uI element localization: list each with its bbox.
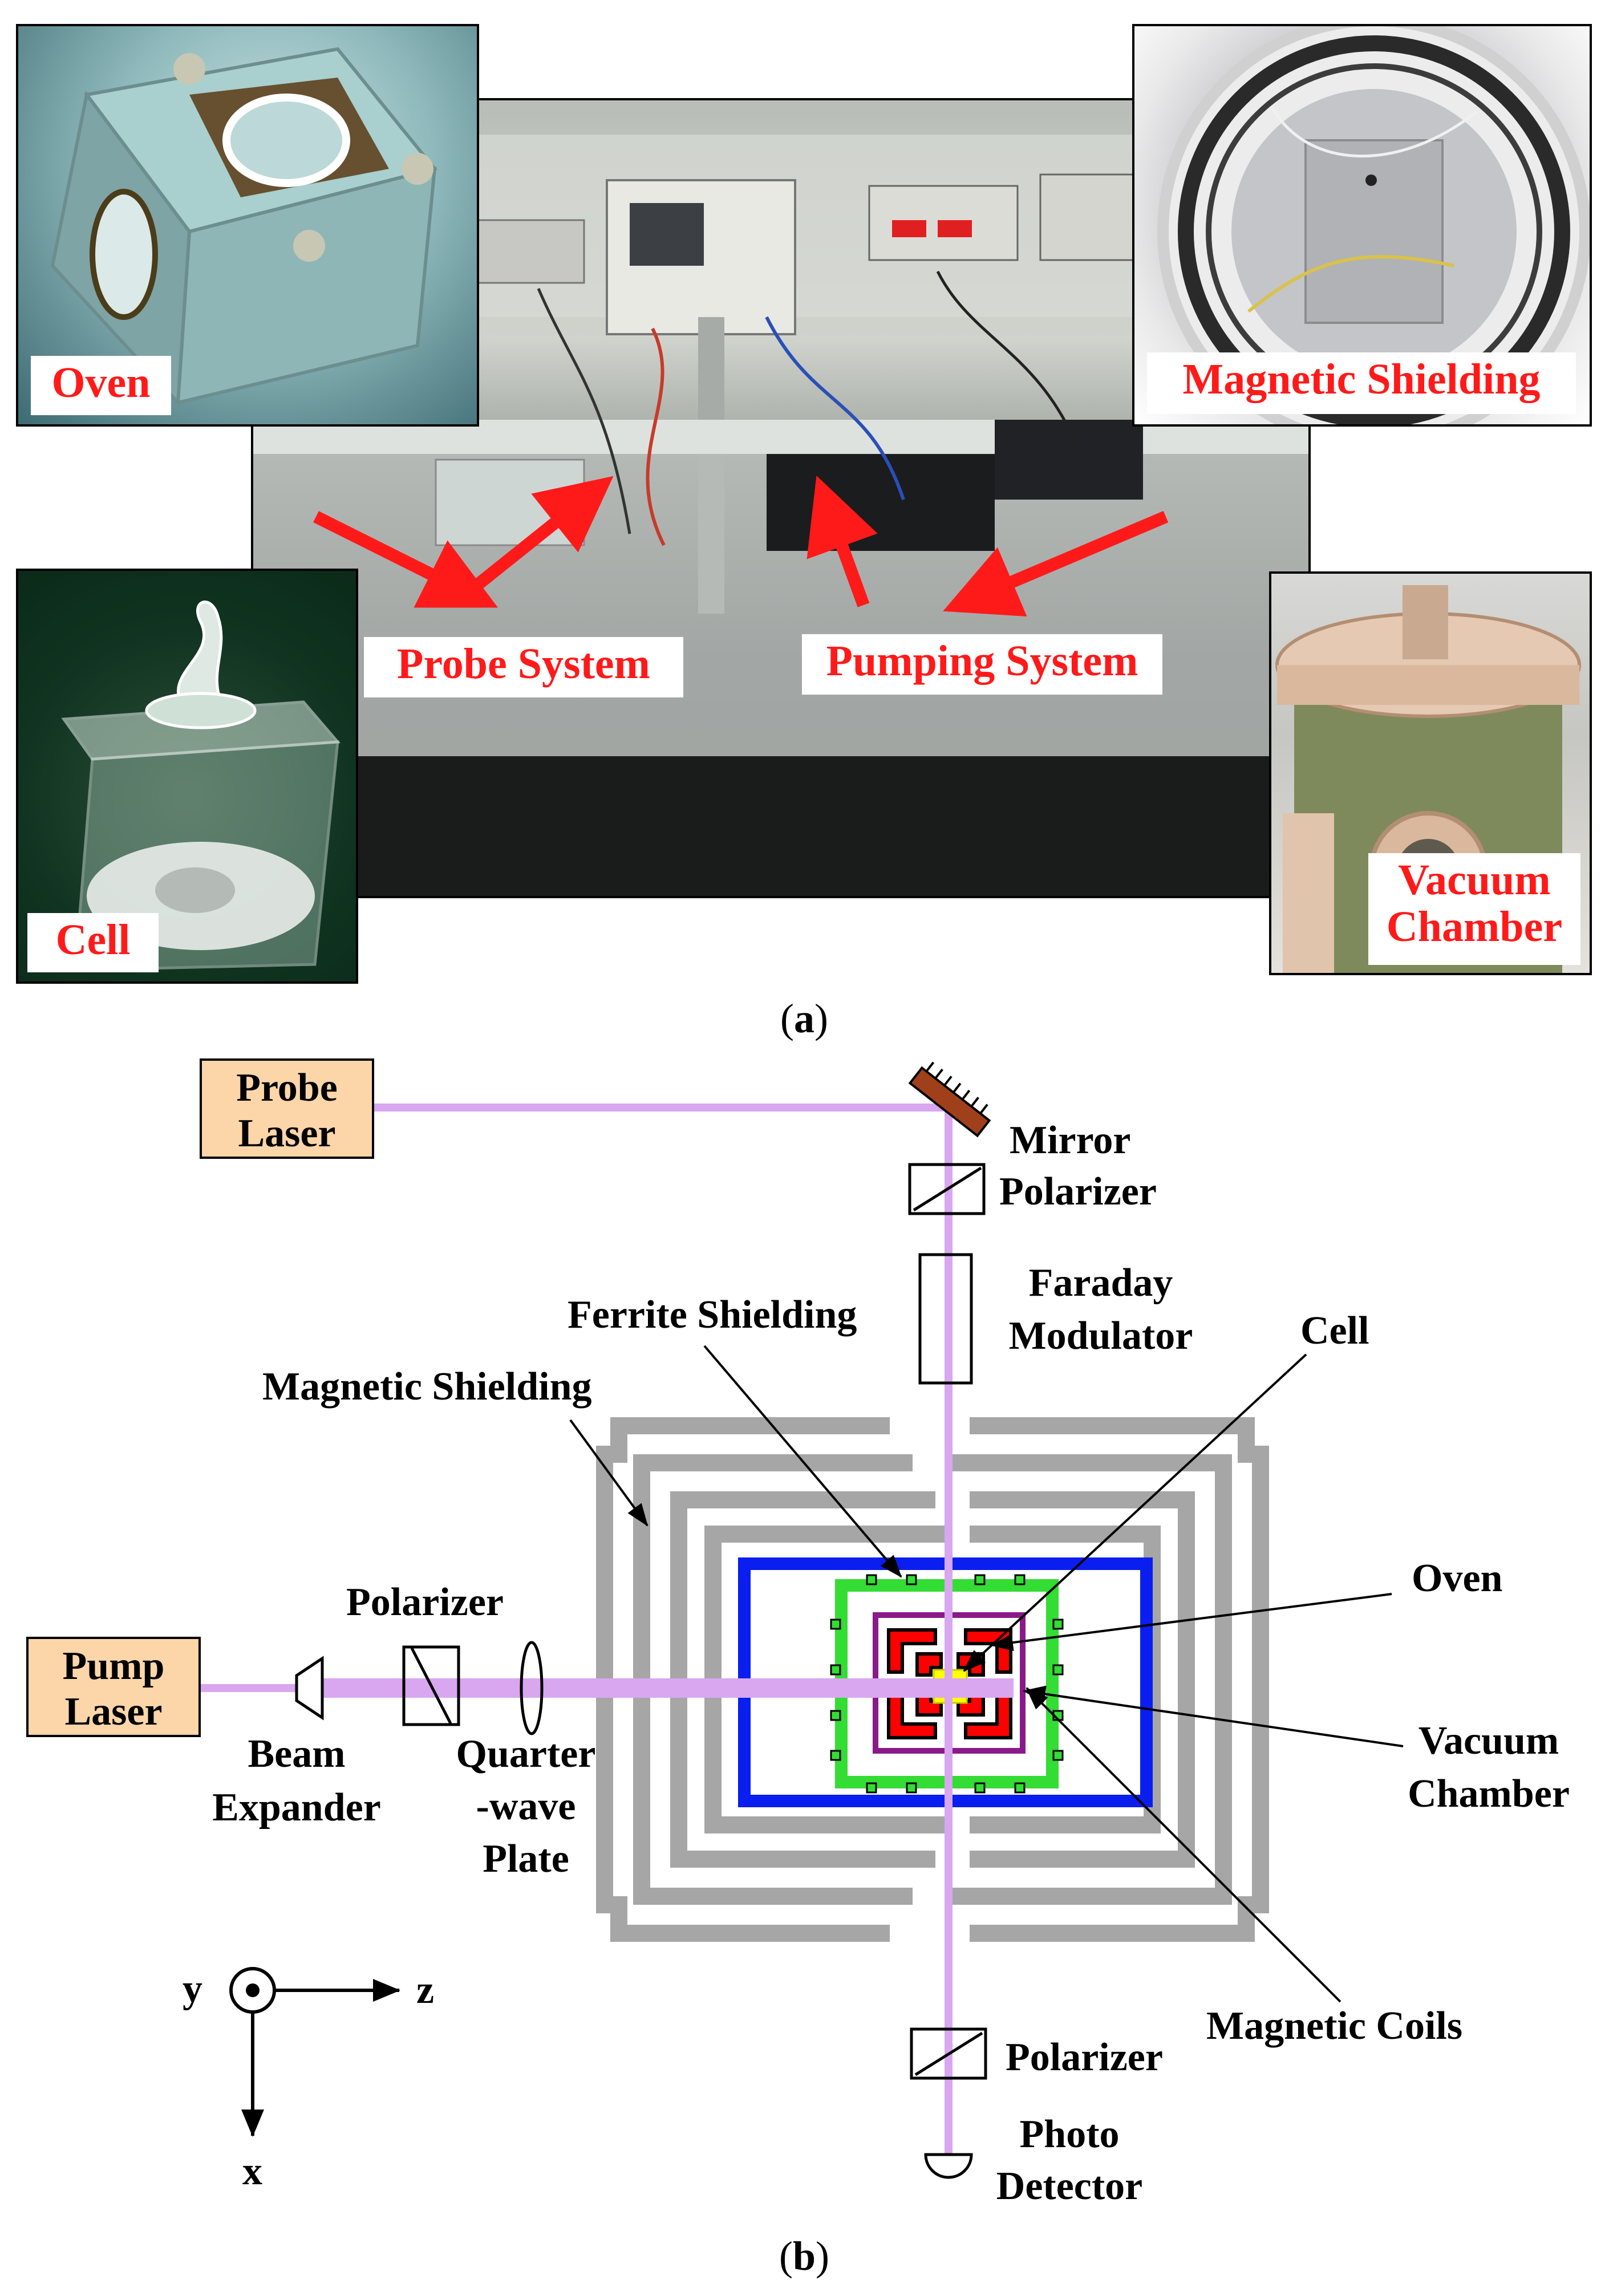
magnetic-shielding-leader — [569, 1419, 649, 1527]
vacuum-chamber-callout-line2: Chamber — [1386, 903, 1563, 951]
oven-callout: Oven — [31, 356, 171, 415]
polarizer-bottom-label: Polarizer — [1006, 2035, 1163, 2079]
probe-laser-label-2: Laser — [238, 1112, 335, 1155]
magnetic-shielding-label: Magnetic Shielding — [262, 1365, 592, 1409]
pump-beam-expanded — [322, 1678, 1014, 1698]
photo-detector-label-2: Detector — [996, 2164, 1142, 2208]
qwp-label-3: Plate — [483, 1837, 569, 1881]
faraday-label-2: Modulator — [1009, 1314, 1193, 1358]
axis-x-label: x — [242, 2149, 262, 2193]
caption-a: (a) — [780, 996, 828, 1041]
vacuum-chamber-photo: Vacuum Chamber — [1269, 571, 1592, 975]
magnetic-coils-label: Magnetic Coils — [1206, 2004, 1462, 2048]
quarter-wave-plate — [520, 1641, 544, 1735]
vacuum-chamber-label-1: Vacuum — [1418, 1719, 1559, 1763]
pump-arrow-left — [806, 475, 878, 607]
axis-y-label: y — [183, 1967, 202, 2011]
mirror-label: Mirror — [1010, 1118, 1130, 1162]
mirror — [908, 1061, 991, 1138]
coordinate-axes: y z x — [183, 1967, 434, 2193]
ferrite-shielding-label: Ferrite Shielding — [568, 1293, 857, 1337]
faraday-label-1: Faraday — [1029, 1261, 1173, 1305]
arrows-overlay — [313, 475, 1169, 616]
pump-laser-label-1: Pump — [63, 1644, 165, 1688]
probe-laser: Probe Laser — [200, 1058, 374, 1159]
polarizer-top-label: Polarizer — [999, 1170, 1157, 1214]
cell-leader — [963, 1353, 1307, 1672]
probe-arrow-left — [313, 511, 498, 608]
schematic-diagram: Probe Laser Pump Laser Mirror Polarizer … — [26, 1058, 1570, 2208]
ferrite-leader — [703, 1345, 902, 1578]
vacuum-chamber-leader — [1023, 1685, 1404, 1747]
caption-a-letter: a — [794, 996, 814, 1041]
cell-label: Cell — [1300, 1309, 1369, 1353]
photo-detector — [924, 2153, 973, 2179]
pump-arrow-right — [943, 510, 1169, 616]
qwp-label-2: -wave — [476, 1784, 576, 1828]
photo-detector-label-1: Photo — [1020, 2112, 1120, 2156]
pump-laser-label-2: Laser — [64, 1690, 162, 1734]
probe-arrow-right — [466, 476, 614, 596]
cell-callout: Cell — [27, 913, 159, 972]
beam-expander-label-1: Beam — [248, 1732, 345, 1776]
polarizer-pump — [402, 1645, 460, 1726]
oven-photo: Oven — [16, 24, 479, 427]
oven-label: Oven — [1412, 1556, 1502, 1600]
faraday-modulator — [918, 1253, 973, 1385]
polarizer-pump-label: Polarizer — [346, 1580, 504, 1624]
axis-z-label: z — [416, 1968, 434, 2012]
caption-b-letter: b — [792, 2233, 816, 2279]
magnetic-shielding-photo: Magnetic Shielding — [1132, 24, 1592, 427]
probe-laser-label-1: Probe — [236, 1066, 338, 1110]
vacuum-chamber-label-2: Chamber — [1408, 1772, 1570, 1816]
vacuum-chamber-callout-line1: Vacuum — [1398, 856, 1551, 904]
pumping-system-callout: Pumping System — [802, 634, 1162, 695]
oven-leader — [990, 1593, 1392, 1652]
magnetic-shielding-callout: Magnetic Shielding — [1147, 352, 1576, 414]
qwp-label-1: Quarter — [456, 1732, 596, 1776]
polarizer-probe-bottom — [910, 2027, 987, 2080]
vacuum-chamber-callout: Vacuum Chamber — [1368, 853, 1580, 965]
beam-expander — [295, 1656, 324, 1721]
caption-b: (b) — [779, 2233, 829, 2279]
polarizer-probe-top — [908, 1163, 986, 1215]
probe-system-callout: Probe System — [364, 637, 683, 697]
magnetic-coils-leader — [1026, 1687, 1341, 2003]
cell-photo: Cell — [16, 569, 358, 984]
beam-expander-label-2: Expander — [212, 1786, 381, 1830]
pump-laser: Pump Laser — [26, 1637, 201, 1737]
